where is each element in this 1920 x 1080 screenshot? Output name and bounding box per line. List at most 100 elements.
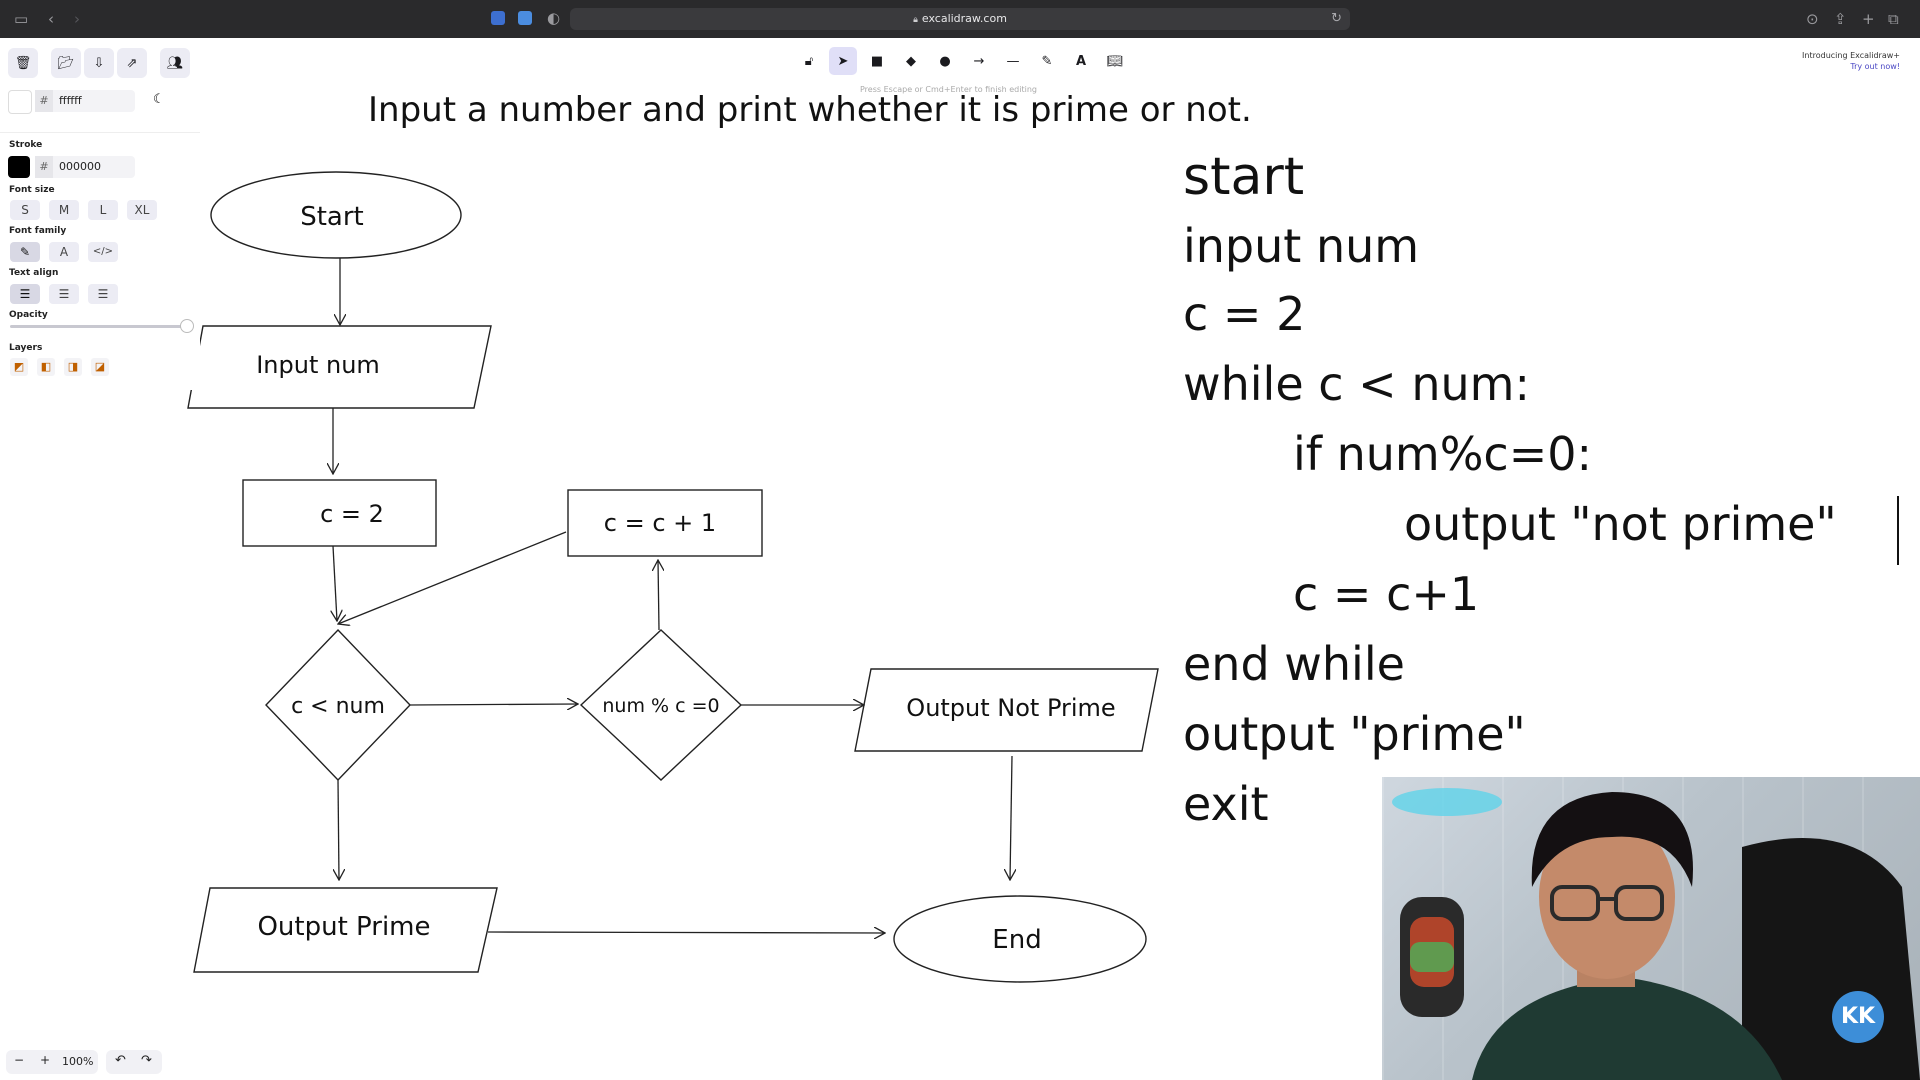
pseudocode-block[interactable]: start input num c = 2 while c < num: if … xyxy=(1183,147,1899,831)
lock-tool-icon[interactable]: 🔓︎ xyxy=(804,53,814,69)
prime-parallelogram[interactable] xyxy=(193,887,498,973)
zoom-in-button[interactable]: + xyxy=(40,1053,51,1067)
opacity-slider-handle[interactable] xyxy=(180,319,194,333)
send-to-back-icon[interactable]: ◩ xyxy=(10,358,28,376)
open-file-icon[interactable]: 📂︎ xyxy=(51,48,81,78)
font-size-label: Font size xyxy=(9,185,55,195)
hash-icon: # xyxy=(35,156,53,178)
opacity-label: Opacity xyxy=(9,310,48,320)
background-color-swatch[interactable] xyxy=(8,90,32,114)
init-rectangle[interactable] xyxy=(242,479,437,547)
zoom-level[interactable]: 100% xyxy=(62,1055,94,1068)
align-center-icon[interactable]: ☰ xyxy=(49,284,79,304)
not-prime-parallelogram[interactable] xyxy=(854,668,1159,752)
arrow-prime-to-end[interactable] xyxy=(487,932,885,933)
background-hex-value: ffffff xyxy=(59,94,82,107)
save-file-icon[interactable]: ⇩ xyxy=(84,48,114,78)
tab-overview-icon[interactable]: ⧉ xyxy=(1888,10,1899,28)
download-icon[interactable]: ⊙ xyxy=(1806,10,1819,28)
back-arrow-icon[interactable]: ‹ xyxy=(48,10,54,28)
channel-logo: KK xyxy=(1832,991,1884,1043)
stroke-hex-field[interactable]: #000000 xyxy=(35,156,135,178)
webcam-overlay: KK xyxy=(1382,777,1920,1080)
pseudocode-line: c = c+1 xyxy=(1293,567,1479,621)
zoom-out-button[interactable]: − xyxy=(14,1053,25,1067)
lock-icon: 🔒︎ xyxy=(913,15,918,25)
address-bar[interactable]: 🔒︎excalidraw.com ↻ xyxy=(570,8,1350,30)
tab-favicon-icon[interactable] xyxy=(518,11,532,25)
stroke-hex-value: 000000 xyxy=(59,160,101,173)
start-label: Start xyxy=(300,202,364,232)
arrow-tool-icon[interactable]: → xyxy=(973,53,985,69)
send-backward-icon[interactable]: ◧ xyxy=(37,358,55,376)
new-tab-icon[interactable]: + xyxy=(1862,10,1875,28)
start-ellipse[interactable] xyxy=(210,171,462,259)
reload-icon[interactable]: ↻ xyxy=(1331,11,1342,26)
zoom-controls: − + 100% xyxy=(6,1050,98,1074)
panel-divider xyxy=(0,132,200,133)
font-size-s[interactable]: S xyxy=(10,200,40,220)
export-image-icon[interactable]: ⇗ xyxy=(117,48,147,78)
align-left-icon[interactable]: ☰ xyxy=(10,284,40,304)
canvas-title-text[interactable]: Input a number and print whether it is p… xyxy=(368,90,1252,130)
pseudocode-line: output "not prime" xyxy=(1404,497,1837,551)
font-family-hand-pencil-icon[interactable]: ✎ xyxy=(10,242,40,262)
rectangle-tool-icon[interactable]: ■ xyxy=(870,53,884,69)
canvas-drawing: Input a number and print whether it is p… xyxy=(187,90,1899,983)
tab-favicon-icon[interactable] xyxy=(491,11,505,25)
share-icon[interactable]: ⇪ xyxy=(1834,10,1847,28)
arrow-loop-to-prime[interactable] xyxy=(338,779,339,880)
promo-banner[interactable]: Introducing Excalidraw+ Try out now! xyxy=(1802,50,1900,72)
forward-arrow-icon[interactable]: › xyxy=(74,10,80,28)
arrow-init-to-loop[interactable] xyxy=(333,545,337,621)
hash-icon: # xyxy=(35,90,53,112)
library-tool-icon[interactable]: 📖︎ xyxy=(1106,53,1124,69)
increment-label: c = c + 1 xyxy=(604,509,716,537)
bring-to-front-icon[interactable]: ◪ xyxy=(91,358,109,376)
font-family-code-icon[interactable]: </> xyxy=(88,242,118,262)
drawing-canvas[interactable]: Input a number and print whether it is p… xyxy=(0,38,1920,1080)
arrow-mod-to-increment[interactable] xyxy=(658,560,659,631)
font-size-l[interactable]: L xyxy=(88,200,118,220)
align-right-icon[interactable]: ☰ xyxy=(88,284,118,304)
font-family-normal[interactable]: A xyxy=(49,242,79,262)
selection-tool-icon[interactable]: ➤ xyxy=(829,47,857,75)
arrow-loop-to-mod[interactable] xyxy=(409,704,578,705)
pseudocode-line: if num%c=0: xyxy=(1293,427,1592,481)
redo-icon[interactable]: ↷ xyxy=(141,1053,152,1068)
clear-canvas-icon[interactable]: 🗑︎ xyxy=(8,48,38,78)
loop-condition-label: c < num xyxy=(291,694,385,719)
diamond-tool-icon[interactable]: ◆ xyxy=(906,53,916,69)
arrow-increment-to-loop[interactable] xyxy=(338,531,567,624)
text-tool-icon[interactable]: A xyxy=(1075,53,1087,69)
collaboration-icon[interactable]: 👥︎ xyxy=(160,48,190,78)
stroke-color-swatch[interactable] xyxy=(8,156,30,178)
increment-rectangle[interactable] xyxy=(567,489,763,557)
undo-icon[interactable]: ↶ xyxy=(115,1053,126,1068)
stroke-label: Stroke xyxy=(9,140,43,150)
end-ellipse[interactable] xyxy=(893,895,1147,983)
privacy-shield-icon[interactable]: ◐ xyxy=(547,9,561,27)
sidebar-toggle-icon[interactable]: ▭ xyxy=(14,10,29,28)
properties-panel: 🗑︎ 📂︎ ⇩ ⇗ 👥︎ # ffffff ☾ Stroke #000000 Fo… xyxy=(0,40,200,390)
opacity-slider[interactable] xyxy=(10,325,190,328)
promo-link[interactable]: Try out now! xyxy=(1850,62,1900,71)
prime-label: Output Prime xyxy=(257,912,430,942)
mod-condition-label: num % c =0 xyxy=(602,695,719,717)
pencil-tool-icon[interactable]: ✎ xyxy=(1041,53,1053,69)
font-size-m[interactable]: M xyxy=(49,200,79,220)
line-tool-icon[interactable]: — xyxy=(1006,53,1020,69)
presenter-video xyxy=(1392,788,1920,1080)
dark-mode-icon[interactable]: ☾ xyxy=(153,92,165,107)
ellipse-tool-icon[interactable]: ● xyxy=(939,53,951,69)
pseudocode-line: end while xyxy=(1183,637,1405,691)
bring-forward-icon[interactable]: ◨ xyxy=(64,358,82,376)
background-hex-field[interactable]: # ffffff xyxy=(35,90,135,112)
layers-label: Layers xyxy=(9,343,43,353)
arrow-not-prime-to-end[interactable] xyxy=(1010,755,1012,880)
browser-toolbar: ▭ ‹ › ◐ 🔒︎excalidraw.com ↻ ⊙ ⇪ + ⧉ xyxy=(0,0,1920,38)
input-label: Input num xyxy=(256,351,380,379)
mod-condition-diamond[interactable] xyxy=(579,629,743,781)
pseudocode-line: while c < num: xyxy=(1183,357,1530,411)
font-size-xl[interactable]: XL xyxy=(127,200,157,220)
